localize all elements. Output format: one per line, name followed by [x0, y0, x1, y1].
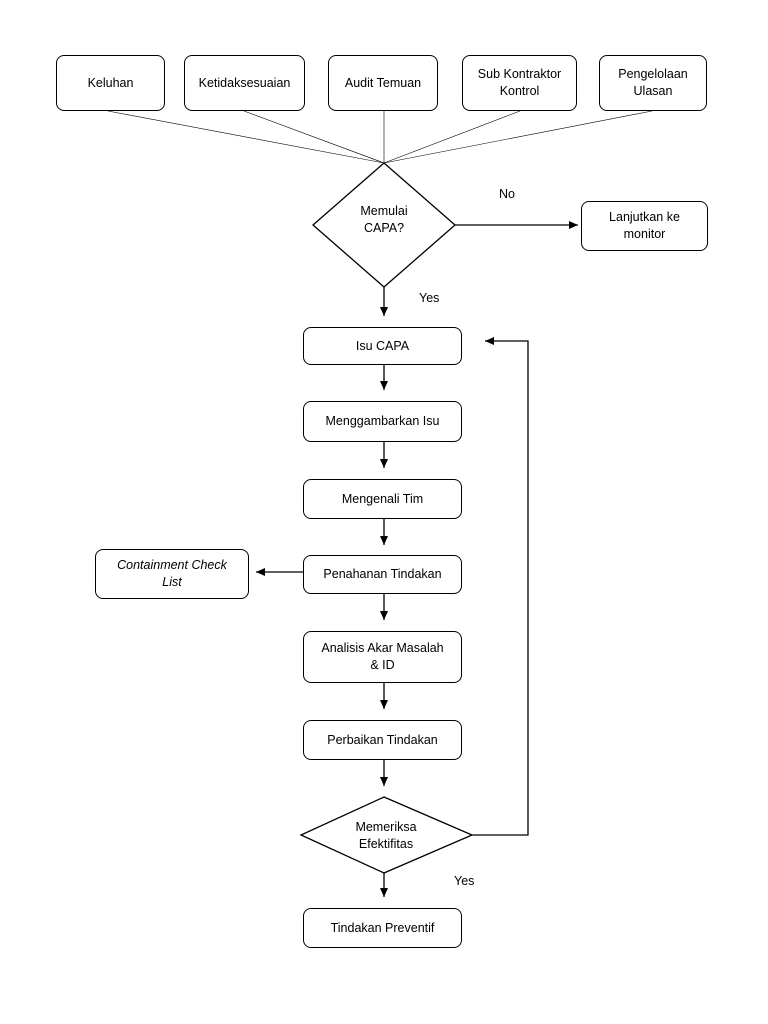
edge-label-yes-final: Yes — [454, 874, 475, 888]
decision-start-label: Memulai CAPA? — [360, 204, 408, 235]
edge-label-yes-start: Yes — [419, 291, 440, 305]
source-keluhan: Keluhan — [56, 55, 165, 111]
source-sub-kontraktor: Sub Kontraktor Kontrol — [462, 55, 577, 111]
source-audit-temuan: Audit Temuan — [328, 55, 438, 111]
step-penahanan-tindakan: Penahanan Tindakan — [303, 555, 462, 594]
step-isu-capa: Isu CAPA — [303, 327, 462, 365]
step-perbaikan-tindakan: Perbaikan Tindakan — [303, 720, 462, 760]
connector-source-2 — [243, 110, 385, 164]
connector-source-5 — [383, 110, 653, 164]
source-pengelolaan-ulasan: Pengelolaan Ulasan — [599, 55, 707, 111]
containment-check-list-box: Containment Check List — [95, 549, 249, 599]
step-tindakan-preventif: Tindakan Preventif — [303, 908, 462, 948]
step-menggambarkan-isu: Menggambarkan Isu — [303, 401, 462, 442]
step-analisis-akar-masalah: Analisis Akar Masalah & ID — [303, 631, 462, 683]
connector-feedback-loop — [472, 337, 529, 836]
edge-label-no: No — [499, 187, 515, 201]
step-mengenali-tim: Mengenali Tim — [303, 479, 462, 519]
continue-monitor-box: Lanjutkan ke monitor — [581, 201, 708, 251]
decision-check-label: Memeriksa Efektifitas — [355, 820, 417, 851]
source-ketidaksesuaian: Ketidaksesuaian — [184, 55, 305, 111]
connector-source-1 — [107, 110, 385, 164]
connector-source-4 — [383, 110, 521, 164]
